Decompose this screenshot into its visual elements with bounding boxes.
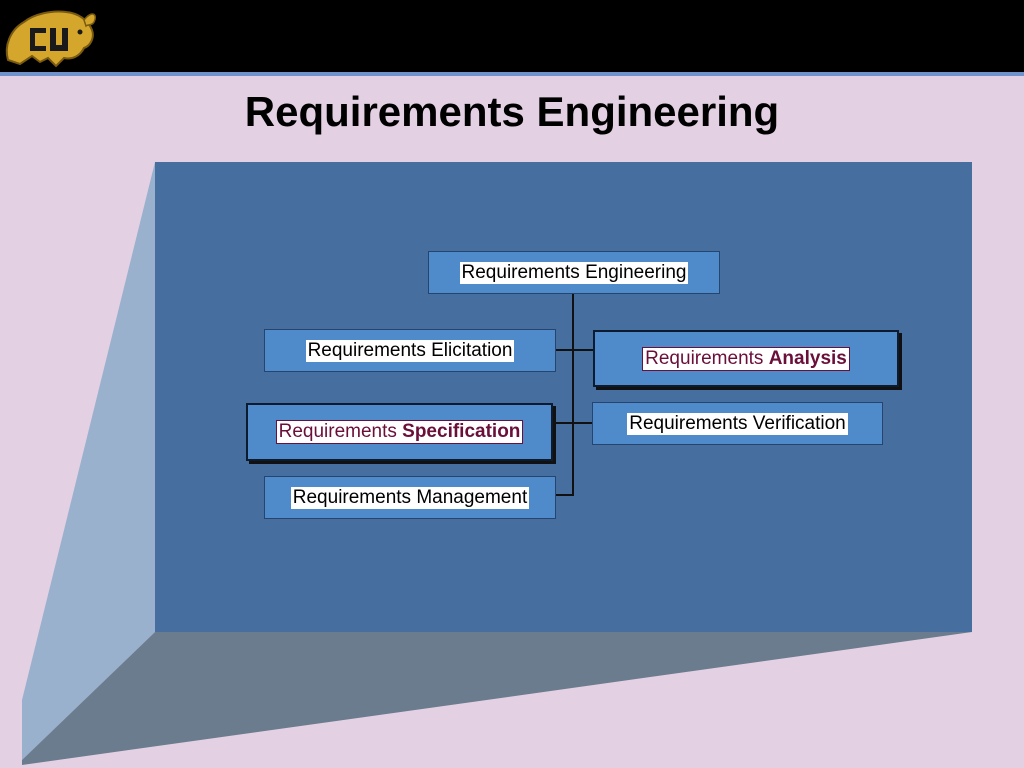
node-requirements-engineering: Requirements Engineering — [428, 251, 720, 294]
connector-trunk — [572, 293, 574, 496]
node-label: Requirements Engineering — [459, 261, 689, 284]
panel-left-face — [22, 162, 155, 760]
node-label: Requirements Specification — [275, 420, 524, 444]
connector-verification — [573, 422, 593, 424]
node-requirements-specification: Requirements Specification — [246, 403, 553, 461]
node-requirements-elicitation: Requirements Elicitation — [264, 329, 556, 372]
panel-front-face — [155, 162, 972, 632]
connector-elicitation — [555, 349, 573, 351]
header-divider — [0, 72, 1024, 76]
node-requirements-verification: Requirements Verification — [592, 402, 883, 445]
cu-buffalo-logo — [5, 10, 96, 68]
connector-management — [555, 494, 573, 496]
connector-specification — [555, 422, 573, 424]
panel-bottom-face — [22, 632, 972, 765]
node-requirements-management: Requirements Management — [264, 476, 556, 519]
slide-title: Requirements Engineering — [244, 88, 780, 135]
node-requirements-analysis: Requirements Analysis — [593, 330, 899, 387]
node-label: Requirements Analysis — [642, 346, 850, 371]
node-label: Requirements Management — [290, 486, 530, 509]
header-bar — [0, 0, 1024, 72]
node-label: Requirements Verification — [627, 412, 848, 435]
node-label: Requirements Elicitation — [305, 339, 515, 362]
connector-analysis — [573, 349, 594, 351]
